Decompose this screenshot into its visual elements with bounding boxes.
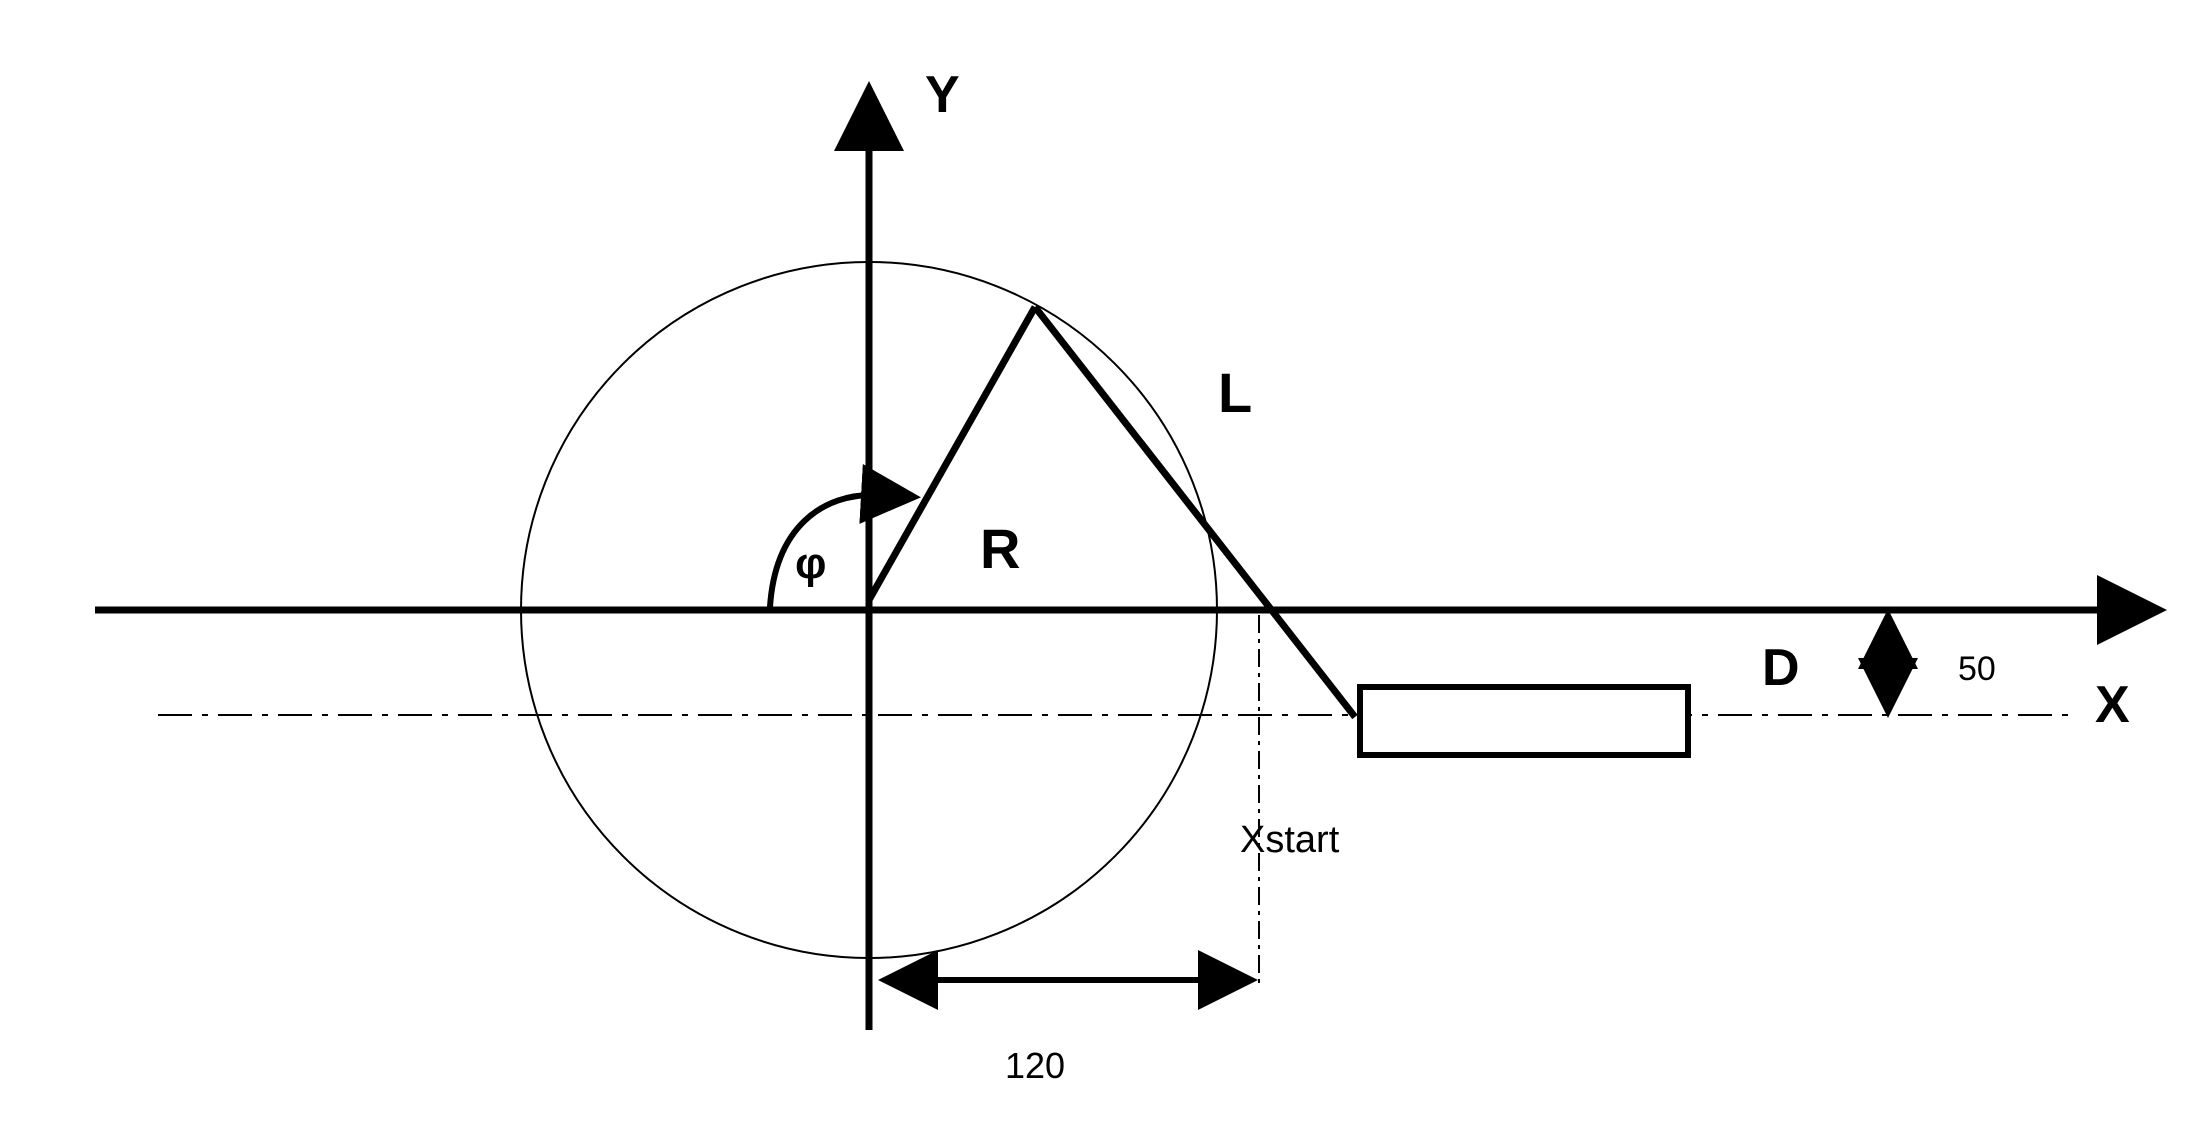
xstart-value-label: 120 [1005, 1045, 1065, 1086]
slider-block [1357, 684, 1691, 758]
angle-label: φ [795, 539, 826, 588]
angle-arc [767, 463, 921, 608]
offset-label: D [1762, 639, 1800, 697]
length-label: L [1218, 361, 1252, 424]
crank-arm [865, 305, 1039, 602]
y-axis-label: Y [925, 66, 960, 124]
radius-label: R [980, 517, 1020, 580]
offset-value-label: 50 [1958, 650, 1996, 688]
xstart-label: Xstart [1240, 819, 1340, 861]
connecting-rod [1032, 304, 1358, 720]
x-axis-label: X [2095, 676, 2130, 734]
